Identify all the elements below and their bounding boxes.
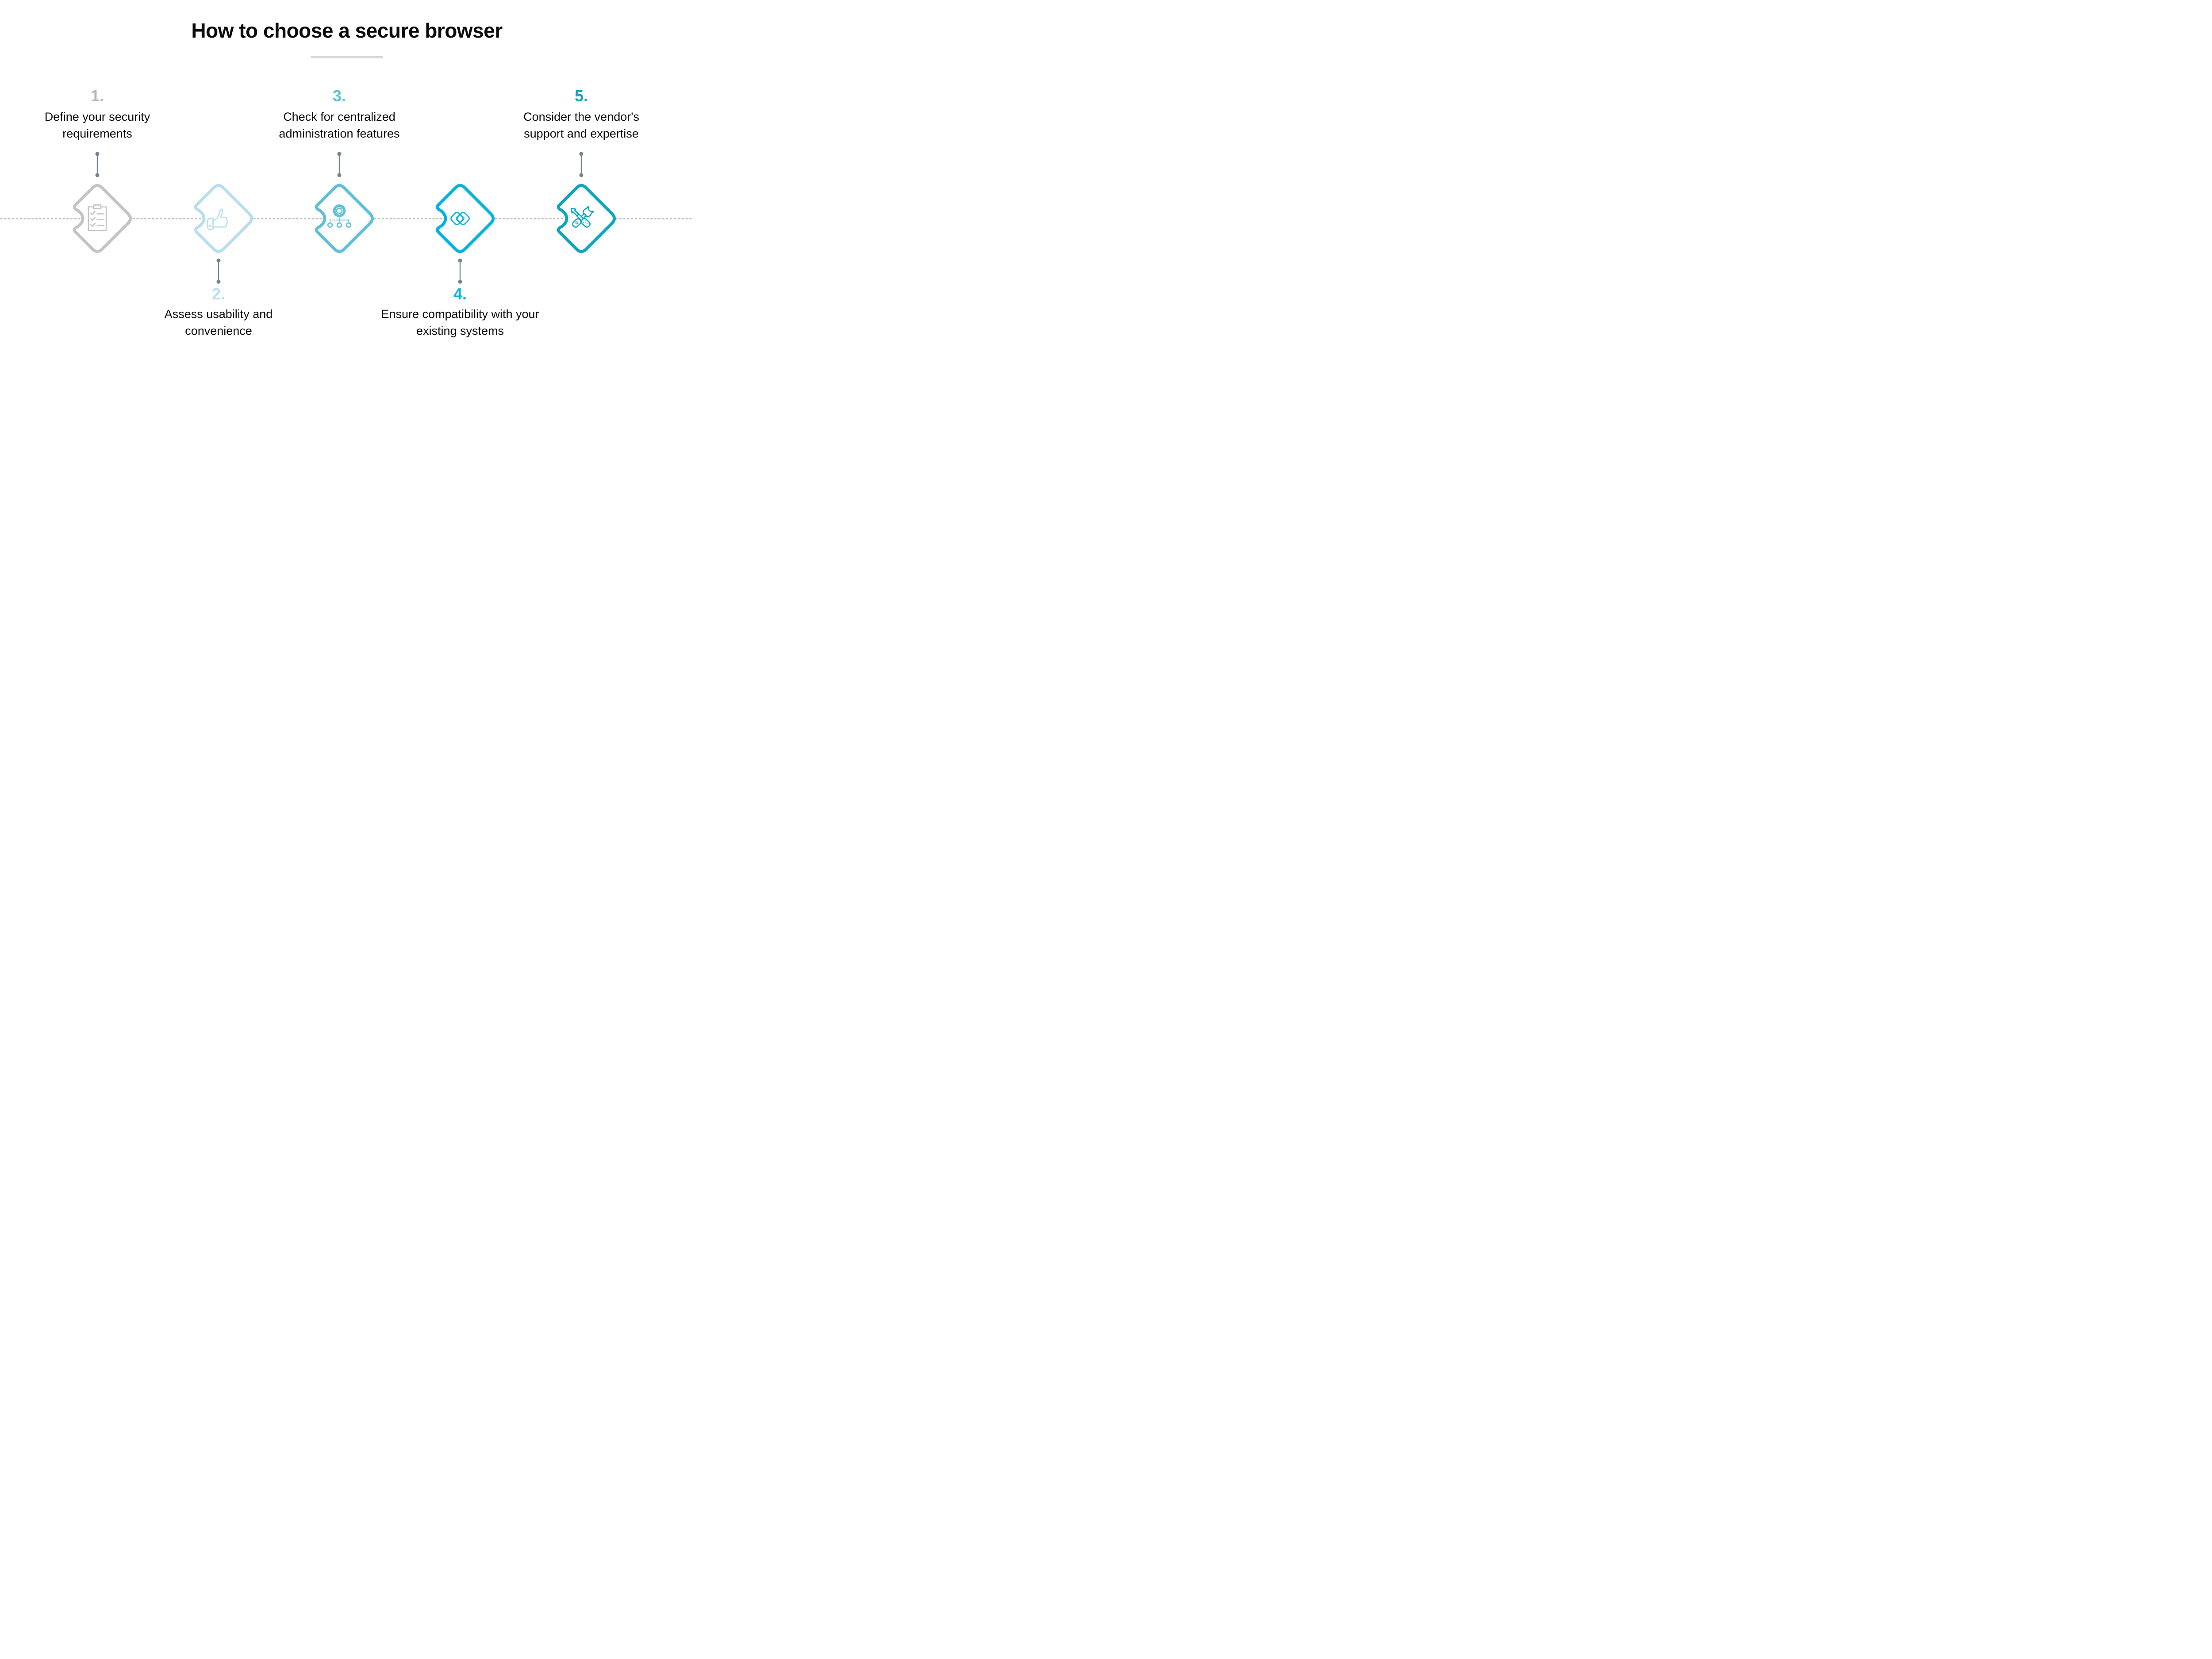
step-4: 4. Ensure compatibility with your existi… xyxy=(367,0,553,390)
connector-line xyxy=(95,152,100,177)
connector-line xyxy=(458,258,462,284)
infographic-canvas: How to choose a secure browser 1. Define… xyxy=(0,0,694,390)
step-label-line: Consider the vendor's xyxy=(523,110,639,123)
step-label-line: administration features xyxy=(279,126,400,140)
step-5: 5. Consider the vendor's support and exp… xyxy=(488,0,674,390)
step-label-line: convenience xyxy=(185,324,252,337)
tools-icon xyxy=(570,206,594,228)
step-label: Assess usability and convenience xyxy=(126,306,311,339)
step-2: 2. Assess usability and convenience xyxy=(126,0,311,390)
step-diamond xyxy=(315,184,374,253)
gear-hierarchy-icon xyxy=(327,204,352,228)
connector-line xyxy=(337,152,342,177)
step-label-line: Ensure compatibility with your xyxy=(381,307,539,321)
checklist-icon xyxy=(88,204,107,231)
connector-line xyxy=(216,258,221,284)
step-label: Define your security requirements xyxy=(4,109,190,142)
step-diamond xyxy=(435,184,495,253)
step-number: 1. xyxy=(90,87,104,105)
step-label: Consider the vendor's support and expert… xyxy=(488,109,674,142)
step-3: 3. Check for centralized administration … xyxy=(246,0,432,390)
step-label-line: Check for centralized xyxy=(283,110,396,123)
step-label-line: support and expertise xyxy=(524,126,639,140)
step-number: 4. xyxy=(453,285,467,303)
step-diamond xyxy=(557,184,616,253)
step-label: Ensure compatibility with your existing … xyxy=(367,306,553,339)
step-label-line: Define your security xyxy=(44,110,150,123)
step-label: Check for centralized administration fea… xyxy=(246,109,432,142)
overlapping-diamonds-icon xyxy=(450,212,470,225)
step-1: 1. Define your security requirements xyxy=(4,0,190,390)
step-label-line: requirements xyxy=(62,126,132,140)
connector-line xyxy=(579,152,584,177)
page-title: How to choose a secure browser xyxy=(191,19,503,42)
step-label-line: existing systems xyxy=(416,324,504,337)
step-number: 3. xyxy=(332,87,346,105)
title-divider xyxy=(311,56,383,58)
thumbs-up-icon xyxy=(207,208,228,230)
step-label-line: Assess usability and xyxy=(164,307,273,321)
step-number: 2. xyxy=(211,285,226,303)
step-number: 5. xyxy=(574,87,588,105)
step-diamond xyxy=(73,184,132,253)
